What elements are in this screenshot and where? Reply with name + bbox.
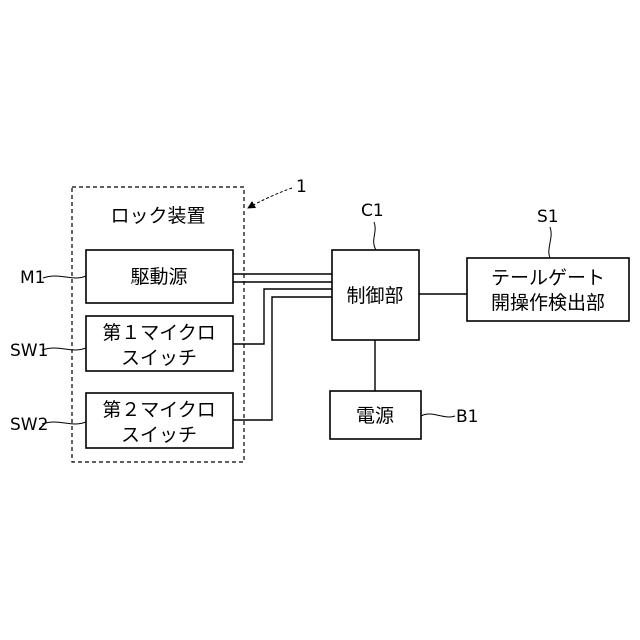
- controller-ref: C1: [361, 201, 384, 221]
- drive-source-ref-leader: [43, 276, 86, 278]
- wire-switch-2-to-controller: [233, 297, 332, 420]
- lock-device-ref-leader: [248, 188, 292, 208]
- lock-device-ref: 1: [296, 177, 307, 197]
- micro-switch-1-line2: スイッチ: [121, 347, 197, 369]
- controller-label: 制御部: [346, 285, 403, 307]
- power-supply-label: 電源: [356, 405, 394, 427]
- micro-switch-2-ref-leader: [42, 422, 86, 424]
- tailgate-sensor-ref-leader: [549, 227, 551, 258]
- tailgate-sensor-line2: 開操作検出部: [491, 292, 605, 314]
- power-supply-ref-leader: [421, 414, 455, 417]
- lock-device-title: ロック装置: [110, 205, 205, 227]
- power-supply-ref: B1: [456, 407, 478, 427]
- drive-source-label: 駆動源: [130, 266, 187, 288]
- tailgate-sensor-line1: テールゲート: [491, 267, 605, 289]
- micro-switch-2-ref: SW2: [10, 415, 48, 435]
- micro-switch-2-line1: 第２マイクロ: [102, 399, 216, 421]
- micro-switch-2-line2: スイッチ: [121, 424, 197, 446]
- tailgate-sensor-ref: S1: [537, 207, 559, 227]
- micro-switch-1-line1: 第１マイクロ: [102, 322, 216, 344]
- controller-ref-leader: [374, 222, 376, 250]
- drive-source-ref: M1: [20, 268, 45, 288]
- micro-switch-1-ref: SW1: [10, 341, 48, 361]
- micro-switch-1-ref-leader: [42, 348, 86, 350]
